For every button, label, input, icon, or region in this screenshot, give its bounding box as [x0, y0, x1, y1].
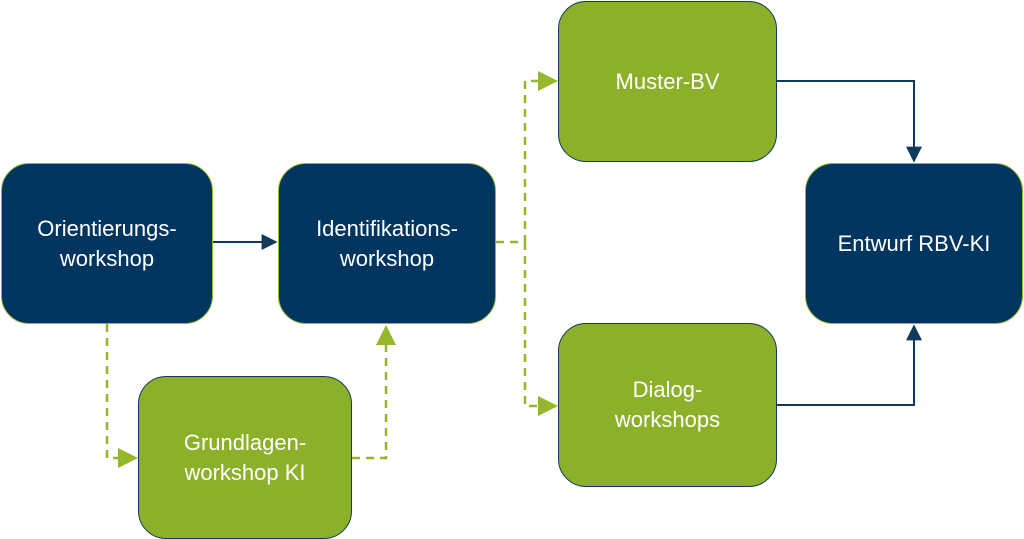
- connector-ident-to-dialog: [523, 242, 558, 416]
- node-dialogworkshops: Dialog- workshops: [558, 323, 777, 487]
- connector-orient-to-grund: [105, 324, 138, 468]
- node-muster-bv: Muster-BV: [558, 1, 777, 162]
- node-identifikationsworkshop: Identifikations- workshop: [278, 163, 496, 324]
- node-orientierungsworkshop: Orientierungs- workshop: [1, 163, 213, 324]
- node-label: Dialog- workshops: [614, 377, 721, 432]
- node-label: Grundlagen- workshop KI: [183, 429, 307, 485]
- connector-muster-to-entwurf: [777, 80, 922, 163]
- connector-ident-to-muster: [496, 71, 558, 244]
- node-label: Entwurf RBV-KI: [837, 230, 991, 256]
- connector-grund-to-ident: [352, 325, 396, 460]
- node-entwurf-rbv-ki: Entwurf RBV-KI: [805, 163, 1023, 324]
- node-grundlagenworkshop-ki: Grundlagen- workshop KI: [138, 376, 352, 539]
- node-label: Muster-BV: [615, 68, 720, 94]
- node-label: Identifikations- workshop: [316, 215, 458, 271]
- node-label: Orientierungs- workshop: [37, 215, 177, 271]
- connector-dialog-to-entwurf: [777, 324, 922, 406]
